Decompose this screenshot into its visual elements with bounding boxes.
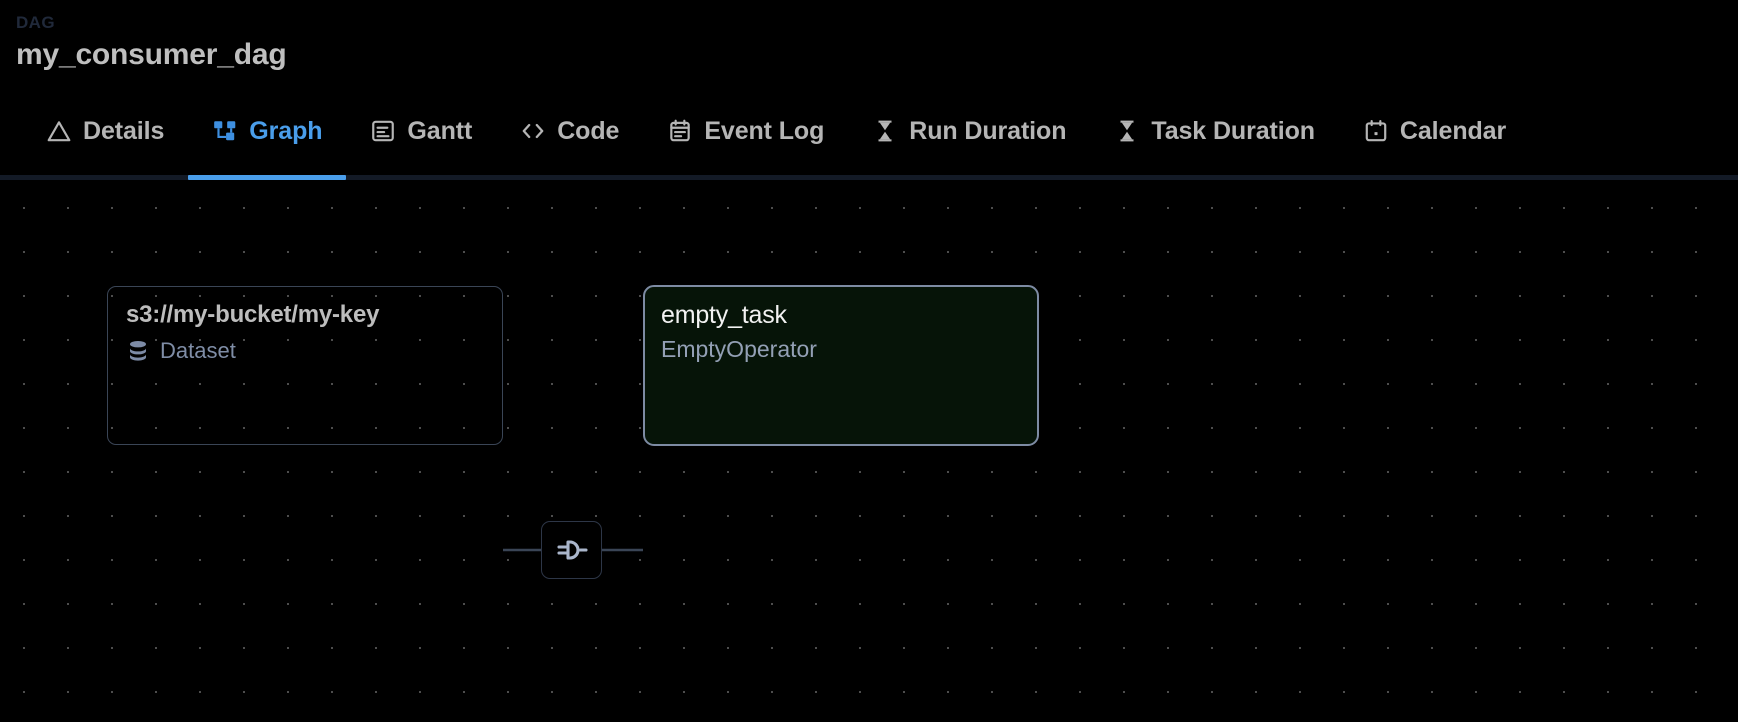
tab-bar-container: Details Graph Gantt Code Event Log Run Durati… xyxy=(0,90,1738,180)
task-node-title: empty_task xyxy=(661,301,787,329)
database-icon xyxy=(126,339,150,363)
tab-calendar[interactable]: Calendar xyxy=(1339,90,1530,172)
hourglass-icon xyxy=(872,118,898,144)
graph-edges xyxy=(503,548,643,552)
tab-details[interactable]: Details xyxy=(22,90,188,172)
node-graph-icon xyxy=(212,118,238,144)
dataset-node-title: s3://my-bucket/my-key xyxy=(126,301,380,328)
tab-label: Details xyxy=(83,116,165,145)
dataset-connector-chip[interactable] xyxy=(541,521,602,579)
tab-bar-divider xyxy=(0,175,1738,180)
page-header: DAG my_consumer_dag xyxy=(0,0,1738,90)
plug-icon xyxy=(554,532,590,568)
page-kicker: DAG xyxy=(16,13,55,32)
task-node[interactable]: empty_task EmptyOperator xyxy=(643,285,1039,446)
dataset-node-type-label: Dataset xyxy=(160,337,236,363)
tab-code[interactable]: Code xyxy=(496,90,643,172)
active-tab-underline xyxy=(188,175,346,180)
tab-label: Task Duration xyxy=(1151,116,1315,145)
tab-label: Run Duration xyxy=(909,116,1067,145)
triangle-alert-icon xyxy=(46,118,72,144)
tab-label: Calendar xyxy=(1399,116,1507,145)
gantt-chart-icon xyxy=(370,118,396,144)
dataset-node-meta: Dataset xyxy=(126,338,484,364)
dataset-node[interactable]: s3://my-bucket/my-key Dataset xyxy=(107,286,503,445)
hourglass-icon xyxy=(1114,118,1140,144)
tab-graph[interactable]: Graph xyxy=(188,90,346,172)
clipboard-list-icon xyxy=(667,118,693,144)
tab-label: Graph xyxy=(249,116,323,145)
graph-canvas[interactable]: s3://my-bucket/my-key Dataset xyxy=(0,180,1738,722)
tab-gantt[interactable]: Gantt xyxy=(346,90,496,172)
task-node-operator: EmptyOperator xyxy=(661,336,817,362)
tab-label: Gantt xyxy=(407,116,473,145)
tab-run-duration[interactable]: Run Duration xyxy=(848,90,1090,172)
tab-bar: Details Graph Gantt Code Event Log Run Durati… xyxy=(0,90,1738,172)
tab-event-log[interactable]: Event Log xyxy=(643,90,848,172)
page-title: my_consumer_dag xyxy=(16,37,287,71)
code-brackets-icon xyxy=(520,118,546,144)
tab-task-duration[interactable]: Task Duration xyxy=(1090,90,1339,172)
tab-label: Event Log xyxy=(704,116,825,145)
tab-label: Code xyxy=(557,116,620,145)
calendar-icon xyxy=(1363,118,1389,144)
